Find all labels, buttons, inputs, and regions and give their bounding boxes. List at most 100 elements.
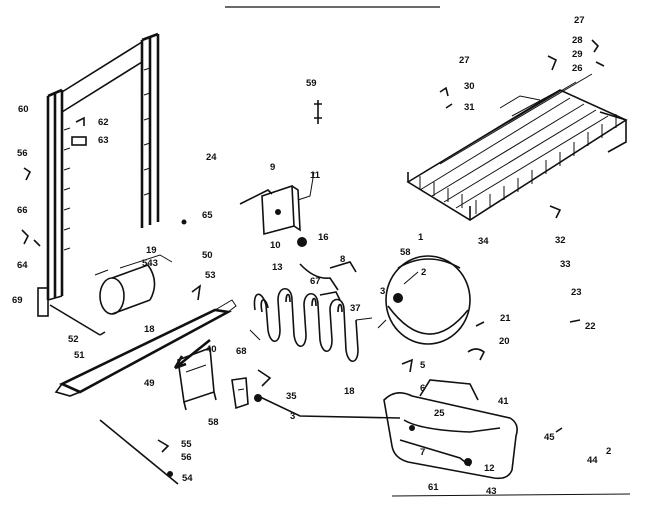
clip-55 bbox=[157, 439, 170, 453]
label-11: 11 bbox=[310, 170, 321, 181]
clip-30 bbox=[439, 86, 449, 97]
label-67: 67 bbox=[310, 276, 321, 287]
label-34: 34 bbox=[478, 236, 489, 247]
label-18: 18 bbox=[144, 324, 155, 335]
label-51: 51 bbox=[74, 350, 85, 361]
baseline-rule bbox=[391, 493, 631, 497]
label-21: 21 bbox=[500, 313, 511, 324]
label-3: 3 bbox=[380, 286, 385, 297]
clamp-68 bbox=[257, 369, 272, 387]
screw-59 bbox=[314, 100, 322, 124]
label-1: 1 bbox=[418, 232, 424, 243]
arrow-40 bbox=[173, 338, 211, 370]
label-44: 44 bbox=[587, 455, 598, 466]
label-32: 32 bbox=[555, 235, 566, 246]
label-60: 60 bbox=[18, 104, 29, 115]
label-68: 68 bbox=[236, 346, 247, 357]
tube-8 bbox=[329, 261, 357, 273]
label-7: 7 bbox=[420, 447, 425, 458]
fastener-28 bbox=[591, 39, 600, 53]
fitting-66 bbox=[21, 229, 29, 245]
screw-54 bbox=[167, 471, 173, 477]
label-20: 20 bbox=[499, 336, 510, 347]
label-66: 66 bbox=[17, 205, 28, 216]
label-30: 30 bbox=[464, 81, 475, 92]
label-3b: 3 bbox=[290, 411, 295, 422]
label-10: 10 bbox=[270, 240, 281, 251]
label-28: 28 bbox=[572, 35, 583, 46]
label-62: 62 bbox=[98, 117, 109, 128]
fastener-29 bbox=[547, 55, 558, 71]
tube-37 bbox=[319, 291, 341, 301]
label-26: 26 bbox=[572, 63, 583, 74]
part-22 bbox=[569, 319, 581, 323]
fitting-16 bbox=[297, 237, 307, 247]
label-61: 61 bbox=[428, 482, 439, 493]
fitting-56 bbox=[23, 167, 32, 181]
bracket-32 bbox=[549, 205, 562, 219]
clip-31 bbox=[445, 103, 453, 109]
label-55: 55 bbox=[181, 439, 192, 450]
frame-assembly bbox=[46, 32, 160, 336]
label-52: 52 bbox=[68, 334, 79, 345]
relay-box bbox=[239, 171, 315, 236]
label-43: 43 bbox=[486, 486, 497, 497]
fitting-64 bbox=[33, 239, 41, 247]
label-8: 8 bbox=[340, 254, 345, 265]
label-54: 54 bbox=[182, 473, 193, 484]
line-35 bbox=[257, 395, 401, 419]
clip-53 bbox=[191, 284, 202, 301]
label-16: 16 bbox=[318, 232, 329, 243]
label-25: 25 bbox=[434, 408, 445, 419]
label-37: 37 bbox=[350, 303, 361, 314]
rod-54 bbox=[99, 419, 179, 485]
label-69: 69 bbox=[12, 295, 23, 306]
label-29: 29 bbox=[572, 49, 583, 60]
label-5: 5 bbox=[420, 360, 426, 371]
label-22: 22 bbox=[585, 321, 596, 332]
part-45 bbox=[555, 427, 563, 433]
bracket-62 bbox=[75, 116, 85, 126]
label-31: 31 bbox=[464, 102, 475, 113]
label-40: 40 bbox=[206, 344, 217, 355]
label-12: 12 bbox=[484, 463, 495, 474]
label-63: 63 bbox=[98, 135, 109, 146]
screw-65 bbox=[181, 219, 187, 225]
base-pan bbox=[383, 379, 518, 480]
label-58a: 58 bbox=[208, 417, 219, 428]
part-labels: 60 62 63 56 24 66 64 65 69 19 543 50 53 … bbox=[12, 15, 611, 497]
clip-35 bbox=[254, 394, 262, 402]
label-56b: 56 bbox=[181, 452, 192, 463]
label-13: 13 bbox=[272, 262, 283, 273]
label-41: 41 bbox=[498, 396, 509, 407]
label-58b: 58 bbox=[400, 247, 411, 258]
label-35: 35 bbox=[286, 391, 297, 402]
label-2: 2 bbox=[421, 267, 426, 278]
bracket-63 bbox=[71, 136, 87, 146]
bracket-40 bbox=[177, 346, 217, 411]
compressor bbox=[377, 255, 471, 345]
label-49: 49 bbox=[144, 378, 155, 389]
rack-grid bbox=[406, 73, 628, 221]
tube-67 bbox=[299, 263, 339, 291]
label-9: 9 bbox=[270, 162, 275, 173]
label-65: 65 bbox=[202, 210, 213, 221]
label-64: 64 bbox=[17, 260, 28, 271]
label-2b: 2 bbox=[606, 446, 611, 457]
part-20 bbox=[467, 348, 486, 361]
label-45: 45 bbox=[544, 432, 555, 443]
label-6: 6 bbox=[420, 383, 425, 394]
label-23: 23 bbox=[571, 287, 582, 298]
fastener-26 bbox=[595, 61, 605, 67]
part-21 bbox=[475, 321, 485, 327]
label-543: 543 bbox=[142, 258, 158, 269]
label-18b: 18 bbox=[344, 386, 355, 397]
bracket-69 bbox=[37, 287, 49, 317]
label-50: 50 bbox=[202, 250, 213, 261]
label-19: 19 bbox=[146, 245, 157, 256]
condenser-coil bbox=[249, 287, 373, 363]
label-27b: 27 bbox=[459, 55, 470, 66]
label-27a: 27 bbox=[574, 15, 585, 26]
label-33: 33 bbox=[560, 259, 571, 270]
